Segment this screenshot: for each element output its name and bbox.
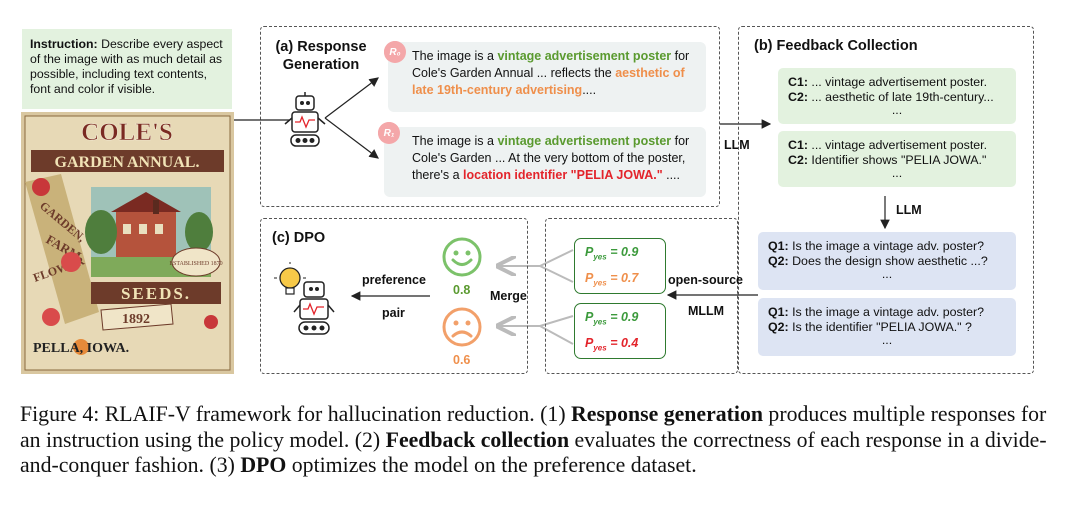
p-symbol: P <box>585 270 594 285</box>
p-symbol: P <box>585 310 594 324</box>
preference-label: preference <box>362 273 426 287</box>
caption-bold-2: Feedback collection <box>385 427 570 452</box>
claims-box-r1: C1: ... vintage advertisement poster. C2… <box>778 131 1016 187</box>
r0-badge-overlay: R₀ <box>384 41 406 63</box>
instruction-label: Instruction: <box>30 37 98 51</box>
questions-box-r0: Q1: Is the image a vintage adv. poster? … <box>758 232 1016 290</box>
r0-green-text: vintage advertisement poster <box>497 49 672 63</box>
q2-label: Q2: <box>768 254 789 268</box>
response-r0: The image is a vintage advertisement pos… <box>388 42 706 112</box>
r1-text-1: The image is a <box>412 134 498 148</box>
r0-text-2: for Cole's Garden Annual ... reflects th… <box>412 49 690 80</box>
policy-robot-icon <box>284 92 326 147</box>
happy-score: 0.8 <box>453 283 471 297</box>
response-generation-title: (a) Response Generation <box>275 39 367 73</box>
p-symbol: P <box>585 245 594 259</box>
q2-label: Q2: <box>768 320 789 334</box>
p-value-2: = 0.7 <box>610 270 639 285</box>
dpo-panel <box>260 218 528 374</box>
poster-year-text: 1892 <box>122 312 150 327</box>
c1-label: C1: <box>788 138 808 152</box>
c2-text: ... aesthetic of late 19th-century... <box>807 90 994 104</box>
caption-text-1: Figure 4: RLAIF-V framework for hallucin… <box>20 402 572 426</box>
poster-title-text: COLE'S <box>81 119 173 146</box>
dpo-robot-icon <box>274 262 335 335</box>
p-value-2: = 0.4 <box>610 335 639 350</box>
poster-subtitle-text: GARDEN ANNUAL. <box>55 154 200 171</box>
caption-bold-1: Response generation <box>571 402 763 426</box>
ellipsis: ... <box>881 333 893 347</box>
caption-text-3: evaluates the correctness of each respon… <box>20 427 1047 478</box>
mllm-scoring-panel <box>545 218 738 374</box>
poster-seeds-text: SEEDS. <box>121 284 191 303</box>
c1-label: C1: <box>788 75 808 89</box>
r1-red-text: location identifier "PELIA JOWA." <box>463 168 663 182</box>
p-value-1: = 0.9 <box>610 245 639 259</box>
open-source-label: open-source <box>668 273 744 287</box>
mllm-label: MLLM <box>688 304 725 318</box>
feedback-collection-panel <box>738 26 1034 374</box>
q1-text: Is the image a vintage adv. poster? <box>788 239 985 253</box>
r0-orange-text: aesthetic of late 19th-century advertisi… <box>412 66 685 97</box>
feedback-collection-title: (b) Feedback Collection <box>754 38 918 54</box>
p-subscript: yes <box>593 317 607 327</box>
c1-text: ... vintage advertisement poster. <box>807 75 988 89</box>
q1-label: Q1: <box>768 305 789 319</box>
c1-text: ... vintage advertisement poster. <box>807 138 988 152</box>
q1-text: Is the image a vintage adv. poster? <box>788 305 985 319</box>
poster-image: COLE'S GARDEN ANNUAL. GARDEN, FARM FLOWE… <box>21 112 234 374</box>
poster-place-text: PELLA, IOWA. <box>33 341 129 356</box>
merge-label: Merge <box>490 289 527 303</box>
q2-text: Does the design show aesthetic ...? <box>788 254 988 268</box>
connector-arrows <box>234 77 890 345</box>
p-subscript: yes <box>593 343 607 352</box>
r1-text-2: for Cole's Garden ... At the very bottom… <box>412 134 690 182</box>
caption-text-4: optimizes the model on the preference da… <box>286 453 697 477</box>
poster-established-text: ESTABLISHED 1870 <box>169 261 222 267</box>
response-r1: The image is a vintage advertisement pos… <box>384 127 706 197</box>
questions-box-r1: Q1: Is the image a vintage adv. poster? … <box>758 298 1016 356</box>
p-subscript: yes <box>593 278 607 287</box>
q1-label: Q1: <box>768 239 789 253</box>
p-subscript: yes <box>593 252 607 262</box>
pair-label: pair <box>382 306 405 320</box>
c2-label: C2: <box>788 90 808 104</box>
response-generation-panel <box>260 26 720 207</box>
p-symbol: P <box>585 335 594 350</box>
prob-box-r0: Pyes = 0.9 Pyes = 0.7 <box>574 238 666 294</box>
llm-label-2: LLM <box>896 203 922 217</box>
r1-green-text: vintage advertisement poster <box>497 134 672 148</box>
ellipsis: ... <box>881 267 893 281</box>
ellipsis: ... <box>891 166 903 180</box>
r0-text-3: .... <box>582 83 597 97</box>
c2-label: C2: <box>788 153 808 167</box>
dpo-title: (c) DPO <box>272 230 326 246</box>
figure-caption: Figure 4: RLAIF-V framework for hallucin… <box>20 402 1065 479</box>
r0-text-1: The image is a <box>412 49 498 63</box>
prob-box-r1: Pyes = 0.9 Pyes = 0.4 <box>574 303 666 359</box>
p-value-1: = 0.9 <box>610 310 639 324</box>
claims-box-r0: C1: ... vintage advertisement poster. C2… <box>778 68 1016 124</box>
instruction-text: Describe every aspect of the image with … <box>30 37 223 96</box>
caption-bold-3: DPO <box>240 453 287 477</box>
q2-text: Is the identifier "PELIA JOWA." ? <box>788 320 972 334</box>
caption-text-2: produces multiple responses for an instr… <box>20 402 1047 452</box>
happy-face-icon <box>442 237 482 277</box>
ellipsis: ... <box>891 103 903 117</box>
instruction-box: Instruction: Describe every aspect of th… <box>22 29 232 109</box>
sad-score: 0.6 <box>453 353 471 367</box>
sad-face-icon <box>442 307 482 347</box>
r1-badge-overlay: R₁ <box>378 122 400 144</box>
r1-text-3: .... <box>662 168 681 182</box>
llm-label-1: LLM <box>724 138 750 152</box>
c2-text: Identifier shows "PELIA JOWA." <box>807 153 987 167</box>
